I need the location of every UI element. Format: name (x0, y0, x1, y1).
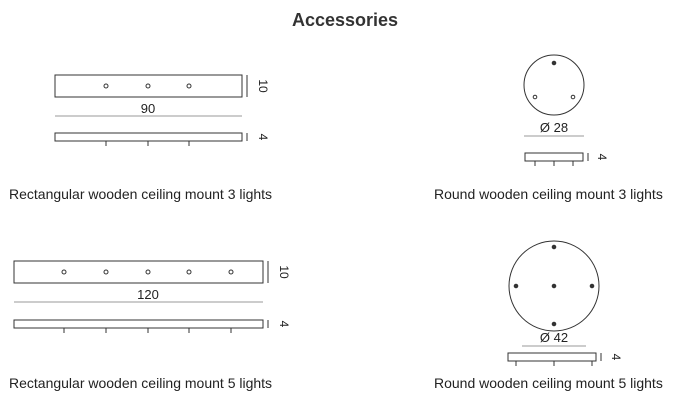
thickness-label: 4 (277, 321, 291, 328)
thickness-label: 4 (256, 134, 270, 141)
height-label: 10 (277, 265, 291, 279)
mount-hole (186, 83, 192, 89)
mount-hole (103, 83, 109, 89)
round-mount-3-plate (523, 54, 585, 116)
round-mount-3-side-plate (524, 152, 584, 162)
height-label: 10 (256, 79, 270, 93)
mount-hole (513, 283, 519, 289)
rect-mount-5-side-view (13, 319, 269, 333)
mount-hole (551, 283, 557, 289)
mount-hole (532, 94, 538, 100)
item-caption: Round wooden ceiling mount 3 lights (434, 186, 663, 202)
mount-hole (61, 269, 67, 275)
round-mount-3-top-view (523, 54, 585, 137)
mount-hole (228, 269, 234, 275)
mount-hole (551, 244, 557, 250)
rect-mount-5-top-view (13, 260, 269, 303)
mount-hole (186, 269, 192, 275)
rect-mount-5-plate (13, 260, 264, 284)
mount-hole (589, 283, 595, 289)
diameter-label: Ø 42 (540, 330, 568, 345)
item-caption: Rectangular wooden ceiling mount 5 light… (9, 375, 273, 391)
mount-hole (103, 269, 109, 275)
mount-hole (145, 269, 151, 275)
length-label: 120 (137, 287, 159, 302)
mount-hole (145, 83, 151, 89)
thickness-label: 4 (595, 154, 609, 161)
rect-mount-5-side-plate (13, 319, 264, 329)
rect-mount-3-plate (54, 74, 243, 98)
round-mount-3-side-view (524, 152, 589, 166)
item-caption: Round wooden ceiling mount 5 lights (434, 375, 663, 391)
thickness-label: 4 (609, 354, 623, 361)
length-label: 90 (141, 101, 155, 116)
mount-hole (551, 60, 557, 66)
round-mount-5-plate (508, 240, 600, 332)
round-mount-5-top-view (508, 240, 600, 347)
rect-mount-3-side-view (54, 132, 248, 146)
diameter-label: Ø 28 (540, 120, 568, 135)
mount-hole (551, 321, 557, 327)
round-mount-5-side-plate (507, 352, 597, 362)
rect-mount-3-side-plate (54, 132, 243, 142)
round-mount-5-side-view (507, 352, 602, 366)
item-caption: Rectangular wooden ceiling mount 3 light… (9, 186, 273, 202)
rect-mount-3-top-view (54, 74, 248, 117)
mount-hole (570, 94, 576, 100)
page-title: Accessories (291, 10, 399, 30)
